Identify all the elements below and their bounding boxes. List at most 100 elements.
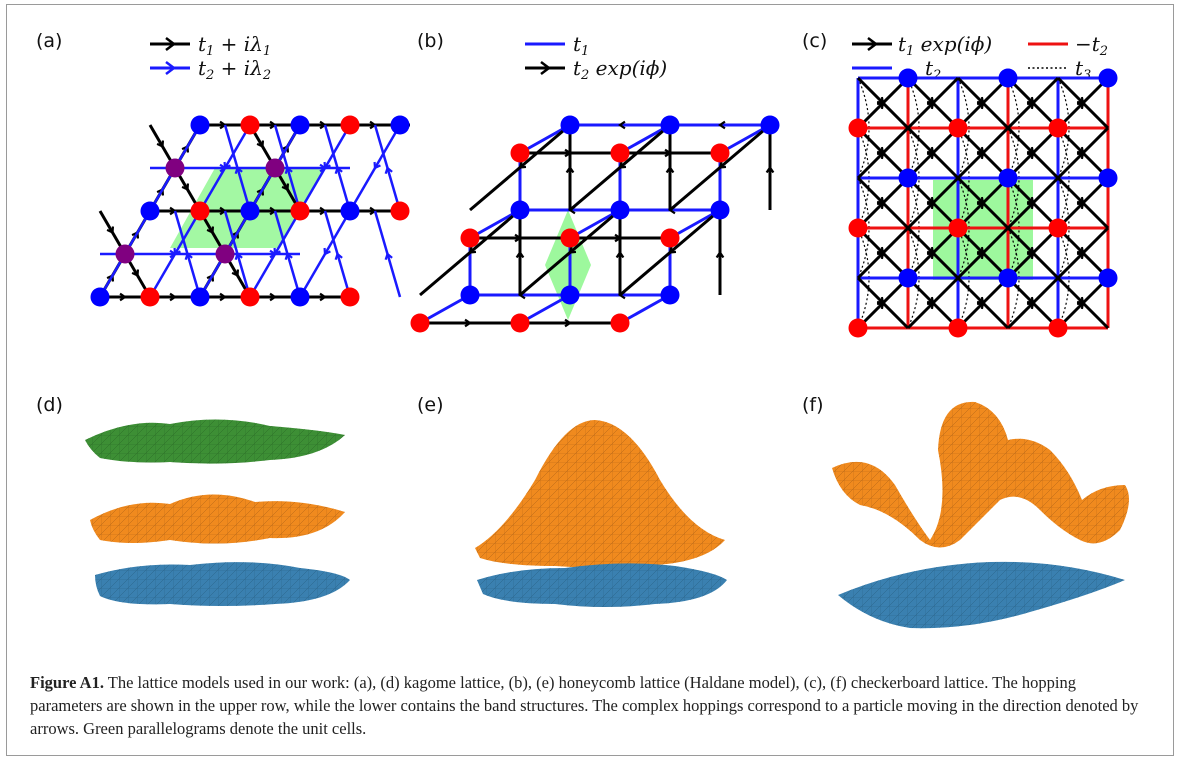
site-red xyxy=(1048,118,1068,138)
nnnn-bond-t3 xyxy=(907,77,920,179)
nnnn-bond-t3 xyxy=(857,227,870,329)
arrow-t2 xyxy=(618,161,627,169)
site-red xyxy=(510,313,530,333)
checkerboard-lattice-diagram: t1 exp(iϕ) −t2 t2 t3 xyxy=(848,32,1118,338)
caption-text: The lattice models used in our work: (a)… xyxy=(30,672,1139,738)
site-blue xyxy=(1098,68,1118,88)
arrow-t2 xyxy=(518,161,527,169)
band-lower-blue-plane xyxy=(838,561,1125,629)
site-blue xyxy=(898,168,918,188)
site-blue xyxy=(1098,168,1118,188)
legend-b: t1 t2 exp(iϕ) xyxy=(525,32,667,83)
nnnn-bond-t3 xyxy=(1057,227,1070,329)
arrow-t2 xyxy=(564,148,572,158)
arrow-t1 xyxy=(169,292,177,302)
panel-label-b: (b) xyxy=(417,30,444,52)
arrow-t1 xyxy=(1076,151,1085,160)
arrow-t2 xyxy=(468,246,477,254)
legend-a: t1 + iλ1 t2 + iλ2 xyxy=(150,32,271,83)
site-blue xyxy=(340,201,360,221)
arrow-t2 xyxy=(334,252,343,261)
legend-b-item-1: t1 xyxy=(573,32,589,59)
arrow-t2 xyxy=(664,148,672,158)
band-bottom-blue xyxy=(95,562,350,606)
site-blue xyxy=(560,285,580,305)
panel-label-d: (d) xyxy=(36,394,63,416)
arrow-t1 xyxy=(231,269,240,278)
site-red xyxy=(848,318,868,338)
panel-b: (b) t1 t2 exp(iϕ) xyxy=(405,20,795,340)
arrow-t1 xyxy=(1026,151,1035,160)
arrow-t2 xyxy=(565,165,575,174)
arrow-t1 xyxy=(1076,251,1085,260)
arrow-t1 xyxy=(1026,201,1035,210)
site-red xyxy=(460,228,480,248)
checkerboard-bonds xyxy=(856,76,1110,330)
nn-bond-t1 xyxy=(519,123,571,155)
arrow-t2 xyxy=(715,250,725,259)
arrow-t1 xyxy=(269,292,277,302)
arrow-t2 xyxy=(514,233,522,243)
site-purple xyxy=(165,158,185,178)
arrow-t2 xyxy=(373,161,381,170)
site-red xyxy=(660,228,680,248)
arrow-t2 xyxy=(518,290,526,300)
figure-caption: Figure A1. The lattice models used in ou… xyxy=(30,671,1150,740)
legend-a-item-2: t2 + iλ2 xyxy=(198,56,271,83)
nn-bond-t1 xyxy=(419,293,471,325)
arrow-t2 xyxy=(615,250,625,259)
honeycomb-lattice-diagram: t1 t2 exp(iϕ) xyxy=(410,32,780,333)
caption-title: Figure A1. xyxy=(30,672,104,692)
checkerboard-band-structure xyxy=(832,401,1129,629)
nnnn-bond-t3 xyxy=(1057,127,1070,229)
arrow-t2 xyxy=(618,120,626,130)
site-red xyxy=(948,118,968,138)
site-red xyxy=(510,143,530,163)
arrow-t2 xyxy=(269,249,277,259)
site-blue xyxy=(998,68,1018,88)
arrow-t1 xyxy=(876,201,885,210)
arrow-t1 xyxy=(976,101,985,110)
arrow-t1 xyxy=(1026,101,1035,110)
site-red xyxy=(948,318,968,338)
nnnn-bond-t3 xyxy=(957,177,970,279)
panel-f: (f) xyxy=(790,390,1170,640)
arrow-t1 xyxy=(876,251,885,260)
site-red xyxy=(290,201,310,221)
arrow-t1 xyxy=(206,226,215,235)
arrow-t1 xyxy=(106,226,115,235)
site-blue xyxy=(998,168,1018,188)
site-blue xyxy=(290,287,310,307)
site-blue xyxy=(898,268,918,288)
arrow-t1 xyxy=(1026,251,1035,260)
site-red xyxy=(948,218,968,238)
site-blue xyxy=(660,285,680,305)
arrow-t2 xyxy=(765,165,775,174)
site-blue xyxy=(190,115,210,135)
site-red xyxy=(1048,218,1068,238)
nn-bond-t1 xyxy=(619,293,671,325)
site-blue xyxy=(190,287,210,307)
arrow-t2 xyxy=(384,252,393,261)
nnnn-bond-t3 xyxy=(1007,177,1020,279)
site-red xyxy=(390,201,410,221)
nnnn-bond-t3 xyxy=(907,177,920,279)
legend-c-item-2: −t2 xyxy=(1075,32,1108,59)
site-blue xyxy=(390,115,410,135)
legend-c-item-4: t3 xyxy=(1075,56,1091,83)
panel-label-e: (e) xyxy=(417,394,444,416)
arrow-t1 xyxy=(976,201,985,210)
site-blue xyxy=(998,268,1018,288)
arrow-t2 xyxy=(464,318,472,328)
site-blue xyxy=(610,200,630,220)
kagome-lattice-diagram: t1 + iλ1 t2 + iλ2 xyxy=(90,32,410,307)
site-blue xyxy=(290,115,310,135)
legend-b-item-2: t2 exp(iϕ) xyxy=(573,56,667,83)
arrow-t2 xyxy=(718,120,726,130)
site-red xyxy=(410,313,430,333)
arrow-t2 xyxy=(319,163,327,173)
arrow-t1 xyxy=(926,301,935,310)
arrow-t1 xyxy=(131,269,140,278)
site-red xyxy=(340,287,360,307)
nnnn-bond-t3 xyxy=(857,127,870,229)
